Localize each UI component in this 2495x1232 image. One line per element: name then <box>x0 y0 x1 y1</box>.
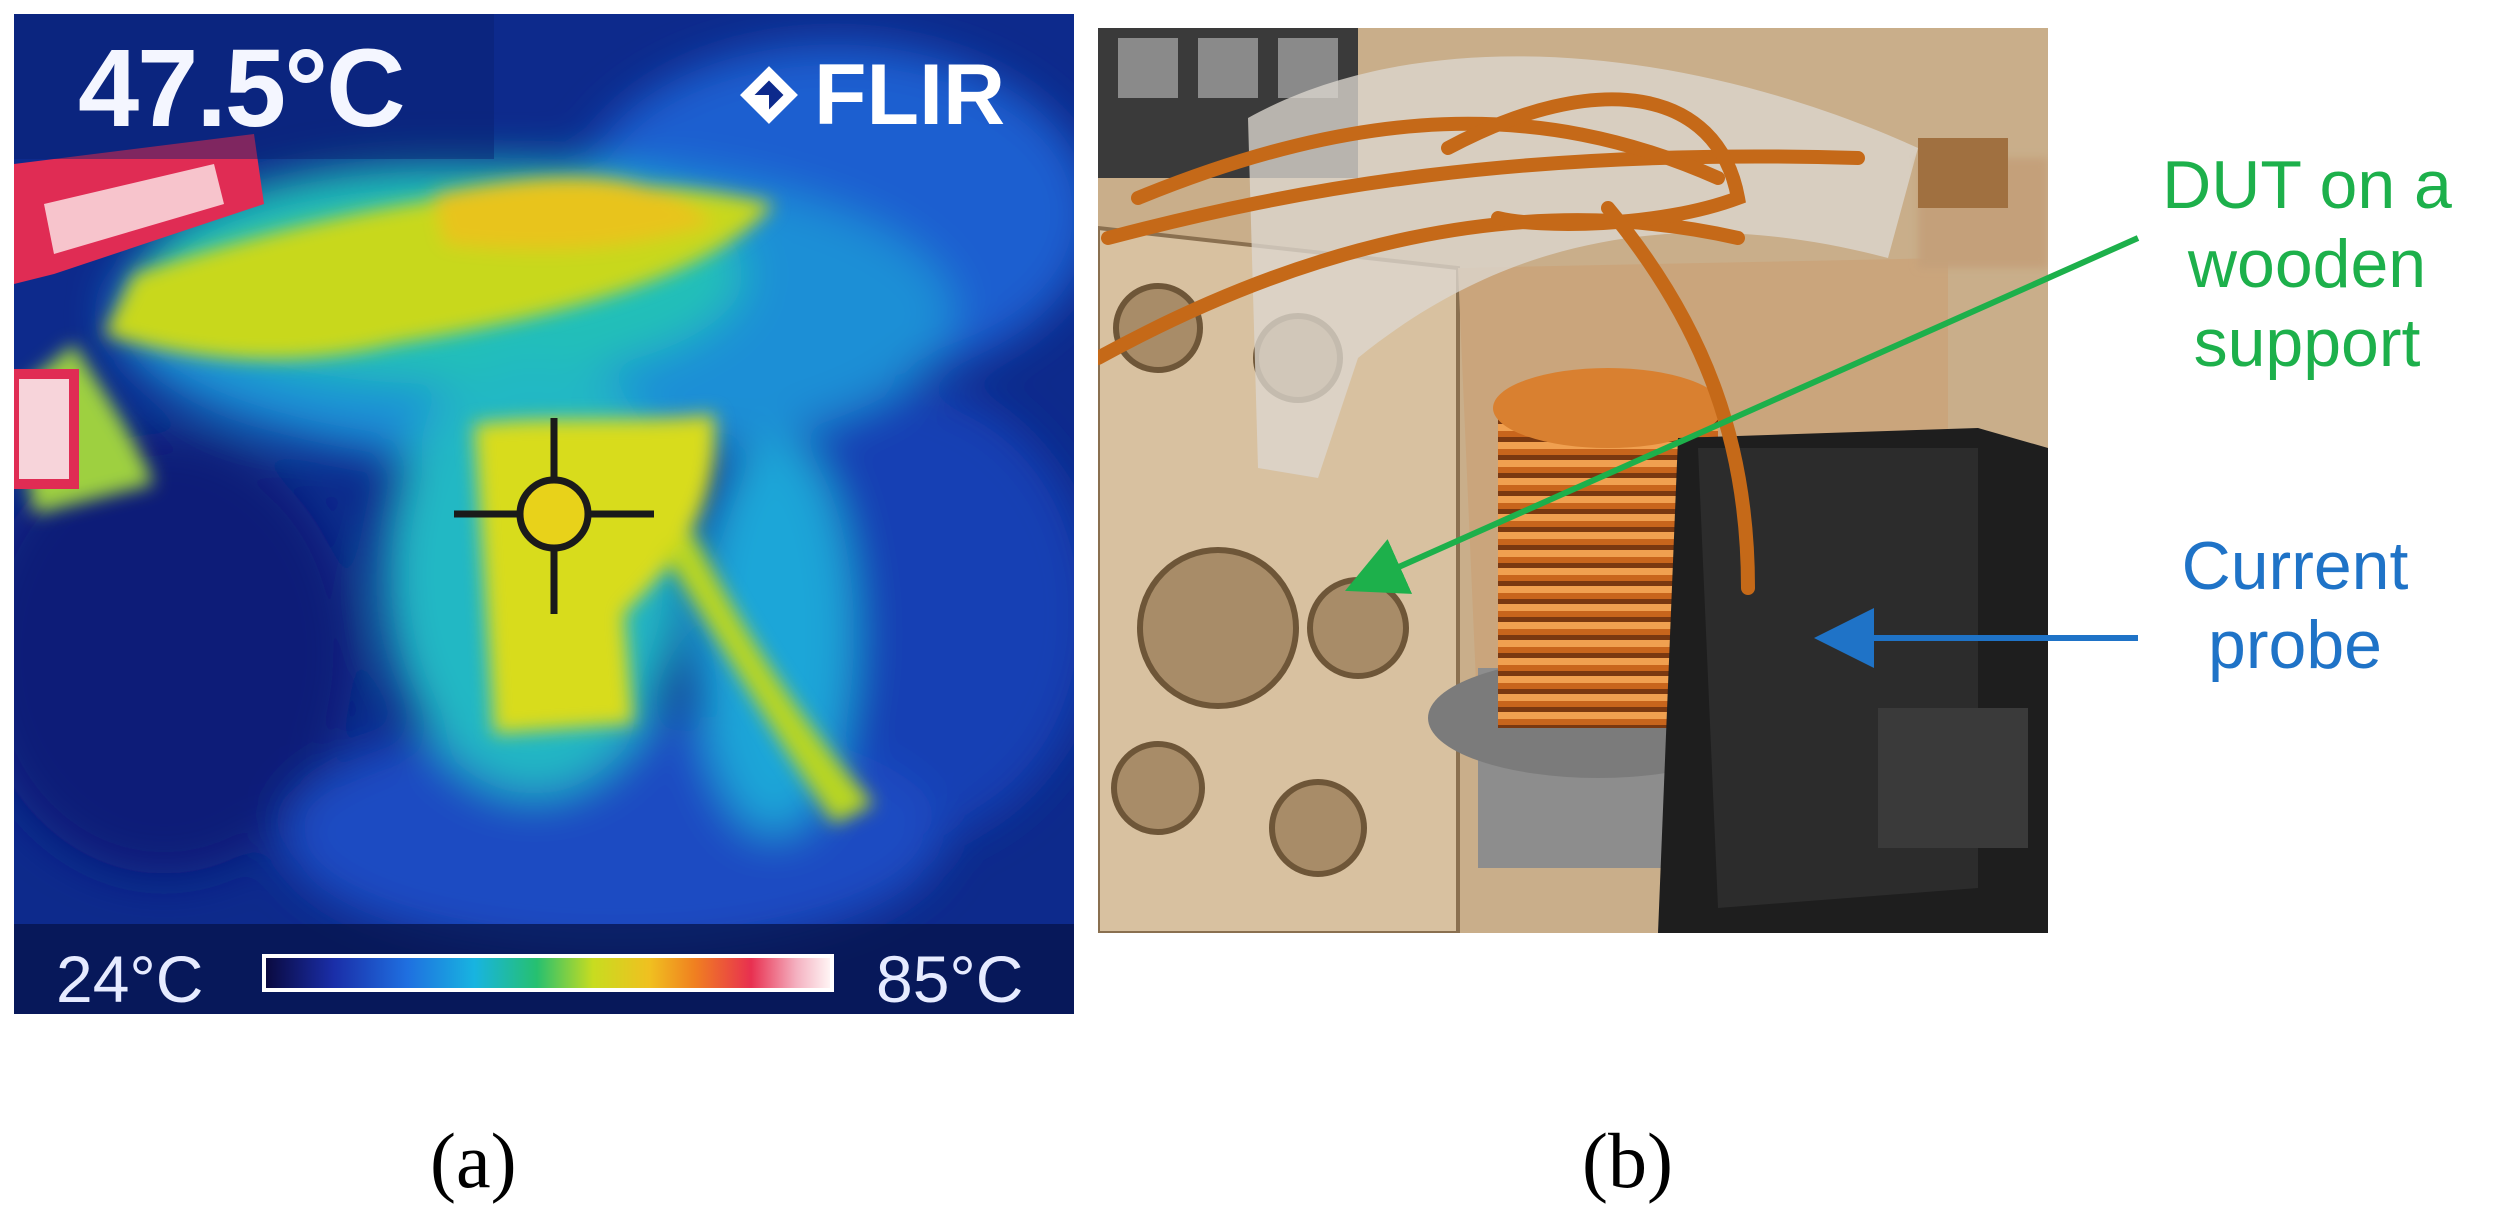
caption-a: (a) <box>430 1117 517 1204</box>
temperature-scale-bar: 24°C 85°C <box>14 924 1074 1014</box>
brand-name: FLIR <box>814 47 1006 143</box>
temperature-reading: 47.5°C <box>78 27 406 150</box>
crosshair-icon <box>454 418 654 614</box>
device-photo <box>1098 28 2048 933</box>
scale-max-label: 85°C <box>876 942 1024 1014</box>
probe-label: Current probe <box>2181 528 2409 683</box>
thermal-image <box>14 14 1074 1014</box>
device-photo-panel <box>1098 28 2048 933</box>
temperature-gradient <box>262 954 834 992</box>
temperature-readout-bg <box>14 14 494 159</box>
flir-logo: FLIR <box>738 52 1005 138</box>
dut-arrow <box>1345 235 2140 594</box>
flir-diamond-icon <box>740 66 798 124</box>
thermal-image-panel: 47.5°C FLIR 24°C 85°C <box>14 14 1074 1014</box>
scale-min-label: 24°C <box>56 942 204 1014</box>
caption-b: (b) <box>1582 1117 1673 1204</box>
dut-label: DUT on a wooden support <box>2162 147 2452 381</box>
